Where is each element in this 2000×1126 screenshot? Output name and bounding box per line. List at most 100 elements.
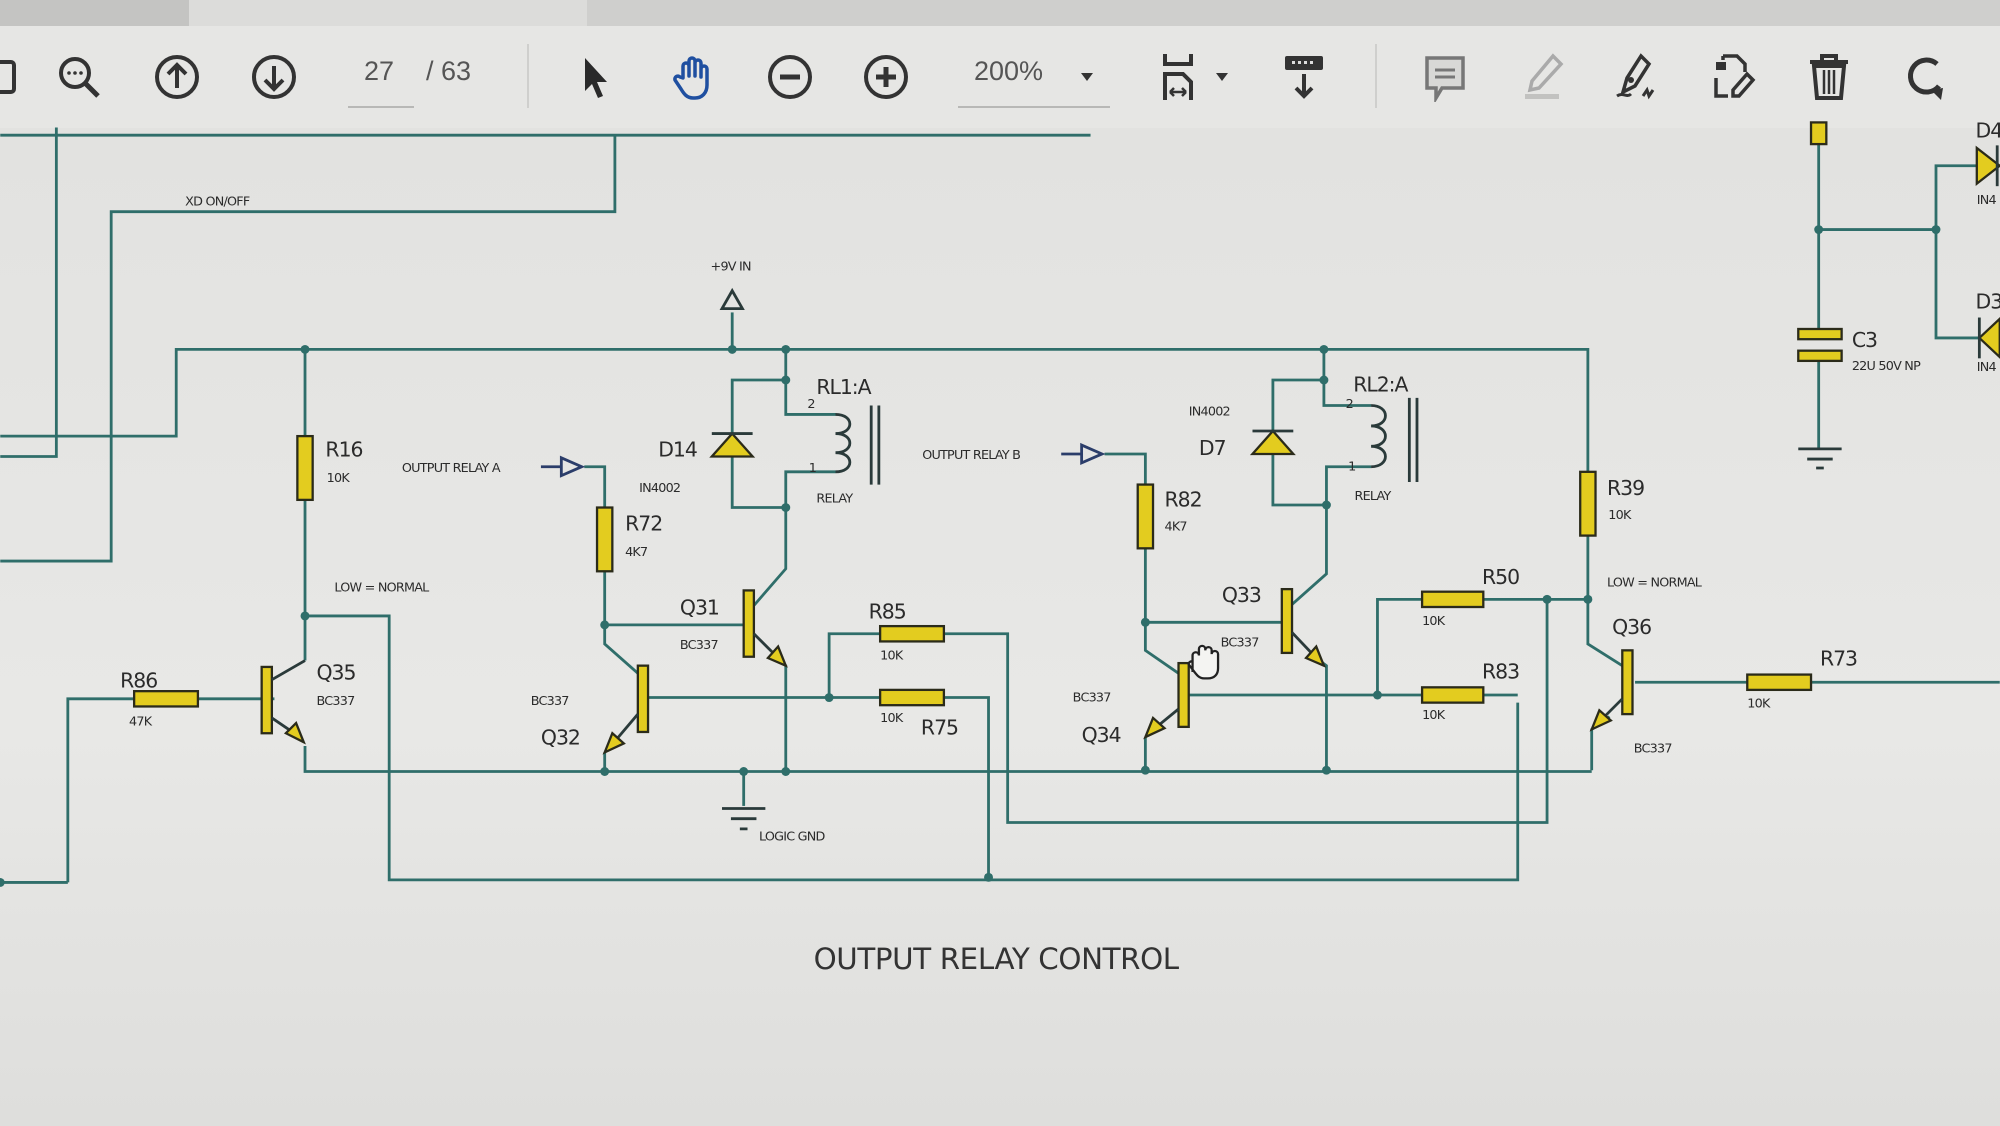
transistor-q32: [602, 664, 650, 755]
ref-label: R39: [1607, 476, 1644, 500]
value-label: BC337: [1073, 690, 1112, 705]
diode-d3: [1977, 316, 2000, 359]
value-label: 10K: [1422, 614, 1446, 629]
ref-label: Q32: [541, 726, 580, 750]
ref-label: Q34: [1082, 723, 1121, 747]
ref-label: D4: [1976, 119, 2000, 143]
hand-tool-icon[interactable]: [667, 50, 721, 104]
window-tab-strip: [0, 0, 2000, 26]
sign-icon[interactable]: [1609, 50, 1663, 104]
comment-icon[interactable]: [1418, 50, 1472, 104]
capacitor-c3: [1797, 327, 1843, 363]
value-label: BC337: [316, 694, 355, 709]
sidebar-icon[interactable]: [0, 50, 24, 104]
port-arrows: [540, 287, 1106, 478]
ref-label: D3: [1976, 290, 2000, 314]
page-up-icon[interactable]: [150, 50, 204, 104]
fit-dropdown-icon[interactable]: [1195, 50, 1249, 104]
value-label: 10K: [327, 471, 351, 486]
fit-width-icon[interactable]: [1153, 50, 1207, 104]
zoom-dropdown-icon[interactable]: [1060, 50, 1114, 104]
net-label: XD ON/OFF: [185, 194, 250, 209]
value-label: 10K: [1608, 508, 1632, 523]
ground-symbols: [722, 447, 1842, 831]
toolbar-divider: [527, 44, 529, 108]
ref-label: R75: [921, 716, 958, 740]
value-label: 4K7: [625, 545, 648, 560]
resistor-r86: [132, 690, 200, 708]
transistor-q36: [1589, 649, 1634, 732]
hand-cursor-icon: [1187, 644, 1220, 680]
ref-label: R73: [1820, 647, 1857, 671]
tab[interactable]: [0, 0, 189, 26]
rotate-icon[interactable]: [1899, 50, 1953, 104]
resistor-top-right: [1809, 121, 1828, 146]
value-label: IN4002: [1189, 405, 1230, 420]
ref-label: R85: [869, 599, 906, 623]
resistors: [132, 121, 1828, 708]
net-label: OUTPUT RELAY A: [402, 461, 501, 476]
pin-label: 1: [1348, 460, 1355, 475]
ref-label: R83: [1482, 659, 1519, 683]
resistor-r39: [1579, 470, 1597, 537]
ref-label: RL1:A: [816, 375, 871, 399]
ref-label: C3: [1852, 328, 1877, 352]
zoom-in-icon[interactable]: [859, 50, 913, 104]
tab-active[interactable]: [189, 0, 587, 26]
transistor-q34: [1143, 661, 1190, 740]
value-label: 10K: [1747, 697, 1771, 712]
zoom-out-icon[interactable]: [763, 50, 817, 104]
ref-label: D14: [658, 438, 697, 462]
value-label: RELAY: [1355, 489, 1392, 504]
note-label: LOW = NORMAL: [334, 581, 430, 596]
value-label: 10K: [880, 648, 904, 663]
ref-label: Q35: [316, 661, 355, 685]
page-down-icon[interactable]: [247, 50, 301, 104]
value-label: BC337: [1221, 636, 1260, 651]
value-label: 4K7: [1165, 519, 1188, 534]
net-label: +9V IN: [711, 259, 752, 274]
zoom-input-underline: [958, 106, 1110, 108]
resistor-r50: [1420, 590, 1485, 609]
select-arrow-icon[interactable]: [569, 50, 623, 104]
ref-label: R16: [325, 438, 362, 462]
value-label: BC337: [680, 638, 719, 653]
resistor-r82: [1136, 483, 1155, 550]
transistor-q33: [1280, 587, 1326, 668]
pin-label: 1: [809, 461, 816, 476]
wires: [0, 127, 2000, 884]
transistor-q31: [742, 589, 788, 668]
net-label: LOGIC GND: [759, 829, 826, 844]
value-label: 10K: [880, 711, 904, 726]
diodes: [709, 145, 2000, 458]
edit-pdf-icon[interactable]: [1705, 50, 1759, 104]
pdf-page-view[interactable]: [0, 128, 2000, 1126]
ref-label: R82: [1165, 487, 1202, 511]
diagram-caption: OUTPUT RELAY CONTROL: [814, 942, 1180, 976]
value-label: RELAY: [816, 491, 853, 506]
value-label: BC337: [1634, 741, 1673, 756]
page-number-input[interactable]: 27: [364, 56, 395, 86]
value-label: IN4: [1977, 193, 1997, 208]
zoom-level-input[interactable]: 200%: [974, 56, 1044, 86]
delete-icon[interactable]: [1802, 50, 1856, 104]
ref-label: Q36: [1612, 615, 1651, 639]
ref-label: Q31: [680, 596, 719, 620]
pin-label: 2: [807, 397, 814, 412]
value-label: IN4002: [639, 481, 680, 496]
zoom-search-icon[interactable]: [52, 50, 106, 104]
resistor-r16: [296, 434, 314, 502]
page-total: / 63: [426, 56, 472, 86]
value-label: 10K: [1422, 708, 1446, 723]
highlight-icon[interactable]: [1515, 50, 1569, 104]
download-icon[interactable]: [1277, 50, 1331, 104]
ref-label: R50: [1482, 565, 1519, 589]
note-label: LOW = NORMAL: [1607, 576, 1703, 591]
transistors: [260, 587, 1634, 755]
value-label: BC337: [531, 694, 570, 709]
pin-label: 2: [1346, 397, 1353, 412]
value-label: IN4: [1977, 360, 1997, 375]
diode-d4: [1975, 145, 2000, 187]
resistor-r85: [878, 624, 946, 643]
